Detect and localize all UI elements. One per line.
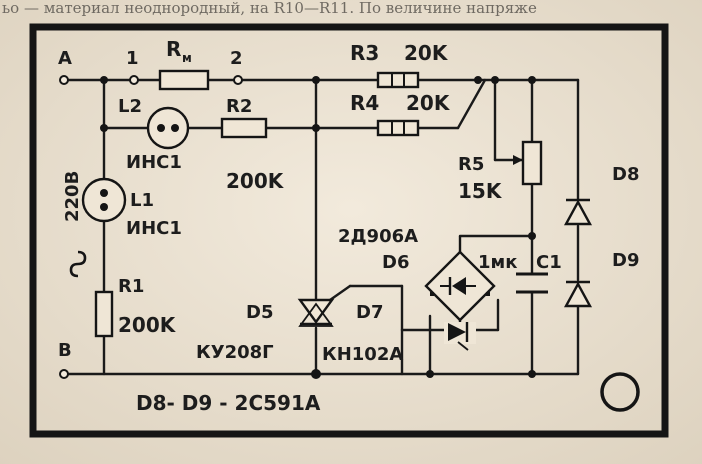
resistor-r2 xyxy=(220,117,268,139)
lamp-l1 xyxy=(81,177,127,223)
dinistor-d7 xyxy=(444,322,476,351)
diode-bridge-d6 xyxy=(424,250,496,322)
label-l2-type: ИНС1 xyxy=(126,152,182,173)
label-d5: D5 xyxy=(246,302,273,323)
label-r5: R5 xyxy=(458,154,484,175)
label-terminal-2: 2 xyxy=(230,48,243,69)
label-d9: D9 xyxy=(612,250,639,271)
r5-wiper-arrow xyxy=(513,155,523,165)
lamp-l2 xyxy=(146,106,190,150)
label-l1: L1 xyxy=(130,190,154,211)
terminal-a xyxy=(59,75,69,85)
ac-wave-icon xyxy=(69,250,87,278)
label-terminal-b: B xyxy=(58,340,72,361)
capacitor-c1 xyxy=(516,272,548,294)
resistor-r3 xyxy=(376,71,420,89)
label-d6: D6 xyxy=(382,252,409,273)
zener-d9 xyxy=(563,280,593,308)
label-r1-value: 200K xyxy=(118,313,177,337)
label-r5-value: 15K xyxy=(458,179,503,203)
label-r4: R4 xyxy=(350,91,379,115)
label-r2-value: 200K xyxy=(226,169,285,193)
label-d6-type: 2Д906А xyxy=(338,226,418,247)
label-supply-voltage: 220В xyxy=(62,171,83,222)
label-c1: C1 xyxy=(536,252,562,273)
label-c1-value: 1мк xyxy=(478,252,517,273)
resistor-rm xyxy=(158,69,210,91)
label-d7: D7 xyxy=(356,302,383,323)
label-r3-value: 20K xyxy=(404,41,449,65)
terminal-1 xyxy=(129,75,139,85)
label-l1-type: ИНС1 xyxy=(126,218,182,239)
label-d7-type: КН102А xyxy=(322,344,403,365)
label-terminal-a: A xyxy=(58,48,72,69)
resistor-r4 xyxy=(376,119,420,137)
label-r2: R2 xyxy=(226,96,252,117)
terminal-b xyxy=(59,369,69,379)
zener-d8 xyxy=(563,198,593,226)
frame-border xyxy=(29,23,669,438)
label-r3: R3 xyxy=(350,41,379,65)
resistor-r1 xyxy=(94,290,114,338)
resistor-r5 xyxy=(521,140,543,186)
label-l2: L2 xyxy=(118,96,142,117)
label-d8: D8 xyxy=(612,164,639,185)
terminal-2 xyxy=(233,75,243,85)
terminals xyxy=(59,75,243,379)
junction-dots xyxy=(100,76,536,379)
page-header-text: ьо — материал неоднородный, на R10—R11. … xyxy=(2,0,537,17)
label-rm-sub: м xyxy=(182,51,192,65)
label-terminal-1: 1 xyxy=(126,48,139,69)
label-r4-value: 20K xyxy=(406,91,451,115)
mounting-hole xyxy=(600,372,640,412)
label-d5-type: КУ208Г xyxy=(196,342,274,363)
label-r1: R1 xyxy=(118,276,144,297)
thyristor-d5 xyxy=(297,298,335,327)
label-rm: R xyxy=(166,37,181,61)
label-footer-note: D8- D9 - 2С591А xyxy=(136,391,321,415)
